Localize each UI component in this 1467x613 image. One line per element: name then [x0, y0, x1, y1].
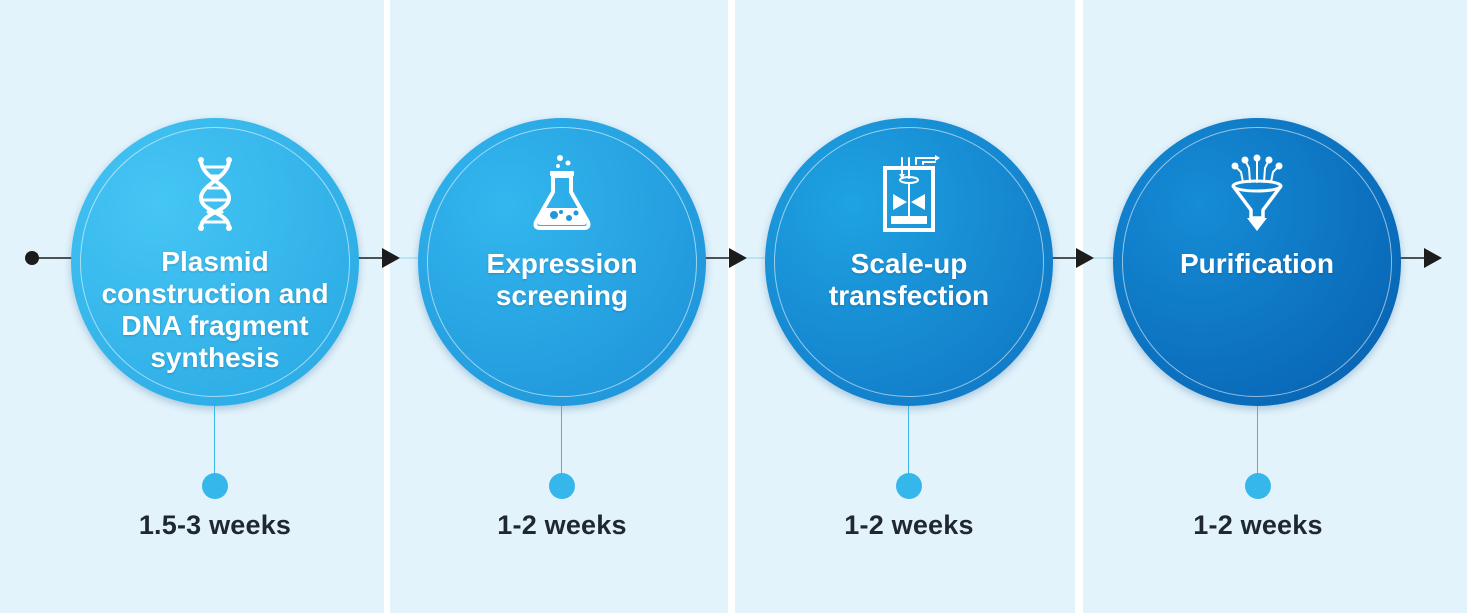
arrow-head-icon [1424, 248, 1442, 268]
stage-duration: 1-2 weeks [844, 510, 974, 540]
funnel-icon [1231, 154, 1283, 231]
timeline-drop-line [908, 406, 909, 474]
stage-title: Scale-up transfection [828, 248, 990, 311]
stage-ring [80, 127, 350, 397]
stage-duration: 1-2 weeks [1193, 510, 1323, 540]
timeline-drop-line [214, 406, 215, 474]
stage-duration: 1.5-3 weeks [138, 510, 292, 540]
start-dot [25, 251, 39, 265]
stage-ring [774, 127, 1044, 397]
stage-ring [427, 127, 697, 397]
timeline-drop-line [561, 406, 562, 474]
stage-title: Purification [1179, 248, 1334, 279]
stage-1: Plasmid construction and DNA fragment sy… [71, 118, 359, 406]
stage-duration: 1-2 weeks [497, 510, 627, 540]
arrow-head-icon [1076, 248, 1094, 268]
bioreactor-icon [883, 155, 940, 232]
stage-3: Scale-up transfection [765, 118, 1053, 406]
arrow-head-icon [382, 248, 400, 268]
stage-title: Expression screening [486, 248, 638, 311]
stage-ring [1122, 127, 1392, 397]
arrow-head-icon [729, 248, 747, 268]
timeline-dot [202, 473, 228, 499]
dna-icon [198, 157, 232, 231]
timeline-dot [549, 473, 575, 499]
timeline-drop-line [1257, 406, 1258, 474]
flask-icon [533, 155, 591, 230]
stage-title: Plasmid construction and DNA fragment sy… [101, 246, 329, 373]
stage-4: Purification [1113, 118, 1401, 406]
stage-2: Expression screening [418, 118, 706, 406]
timeline-dot [896, 473, 922, 499]
timeline-dot [1245, 473, 1271, 499]
